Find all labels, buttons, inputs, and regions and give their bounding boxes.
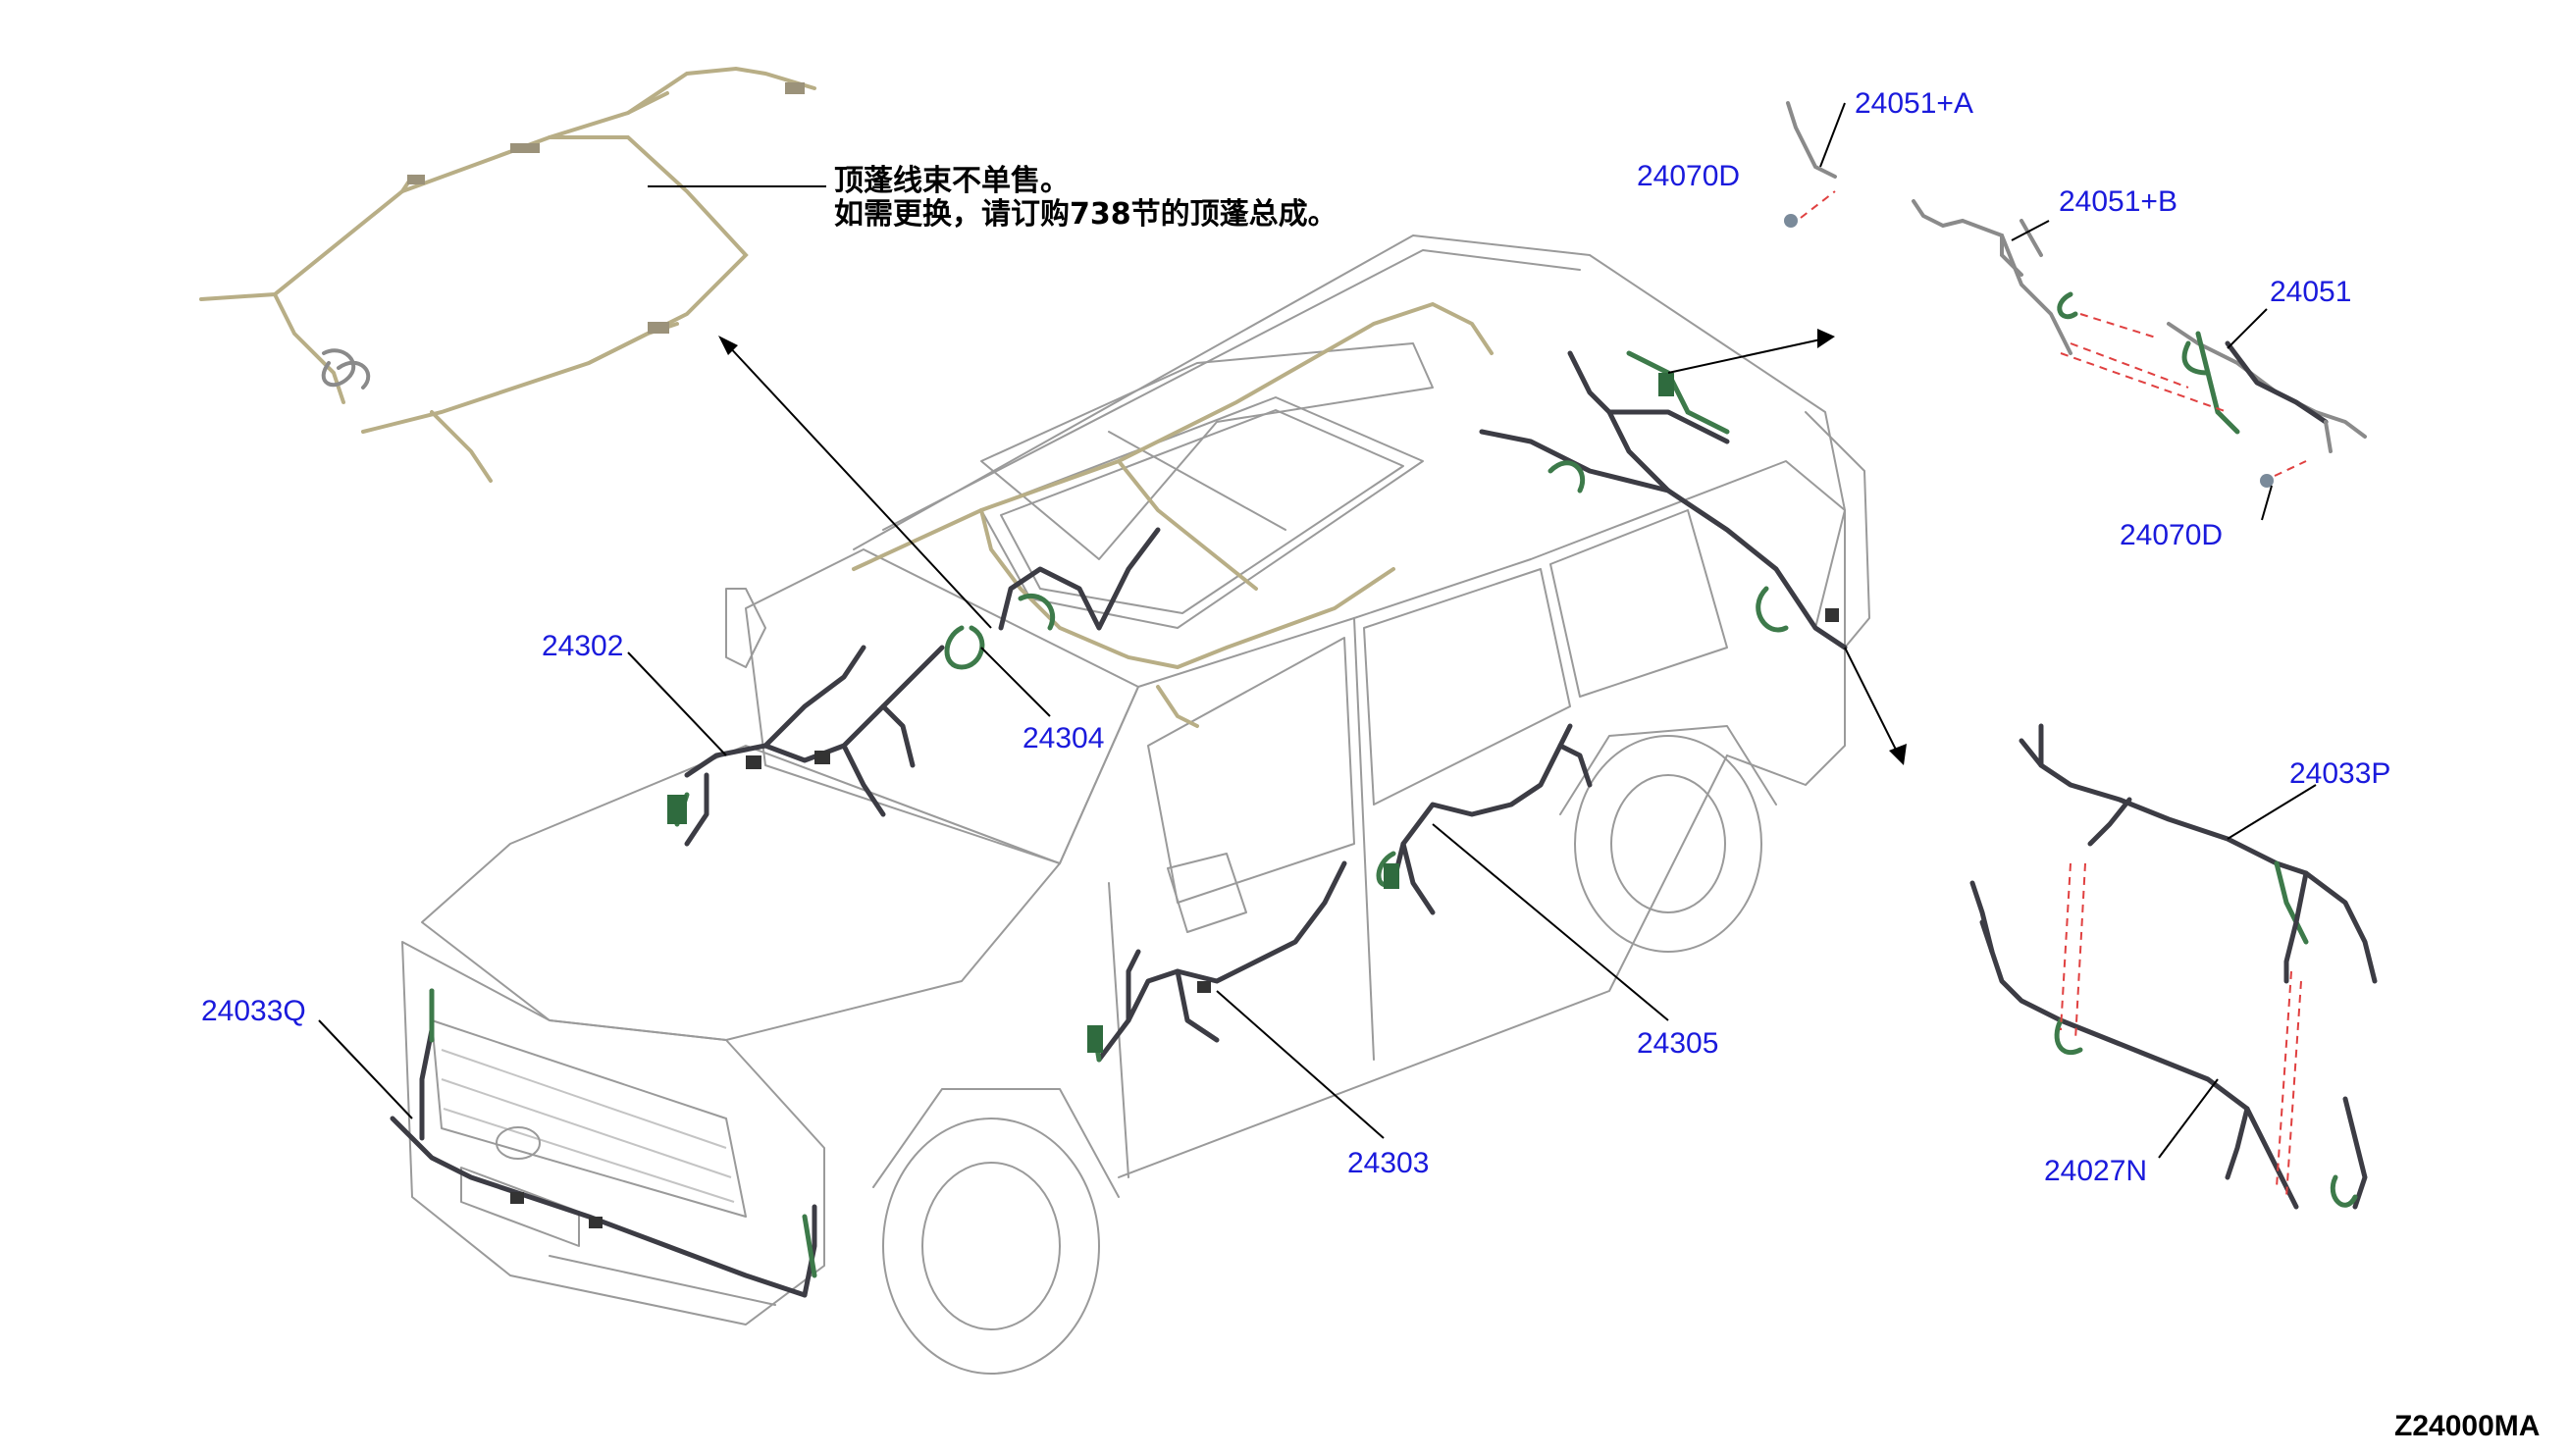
label-24033P: 24033P [2289,757,2390,790]
harness-24303 [1087,860,1347,1063]
label-24070D-top: 24070D [1637,160,1740,192]
label-24303: 24303 [1347,1147,1429,1179]
roof-harness-installed [852,301,1494,728]
harness-24304 [944,527,1161,670]
vehicle-outline [401,234,1870,1375]
label-24302: 24302 [542,630,623,662]
label-24051: 24051 [2270,276,2351,308]
note-line-1: 顶蓬线束不单售。 [834,164,1070,198]
label-24305: 24305 [1637,1027,1718,1060]
label-24027N: 24027N [2044,1155,2147,1187]
label-24051A: 24051+A [1855,87,1973,120]
harness-body-rear [1479,350,1848,650]
harness-24302 [667,645,945,847]
label-24304: 24304 [1023,722,1104,754]
note-line-2: 如需更换，请订购738节的顶蓬总成。 [834,197,1337,232]
roof-harness-exploded [199,66,816,483]
label-24033Q: 24033Q [201,995,306,1027]
leader-lines [318,102,2317,1159]
harness-24033Q [390,988,817,1298]
harness-24305 [1376,723,1593,915]
exploded-24033P-24027N [1969,723,2378,1210]
explode-arrows [718,329,1907,765]
label-24070D-bottom: 24070D [2120,519,2223,551]
drawing-code: Z24000MA [2394,1410,2540,1442]
label-24051B: 24051+B [2059,185,2177,218]
exploded-24051 [1784,101,2367,488]
